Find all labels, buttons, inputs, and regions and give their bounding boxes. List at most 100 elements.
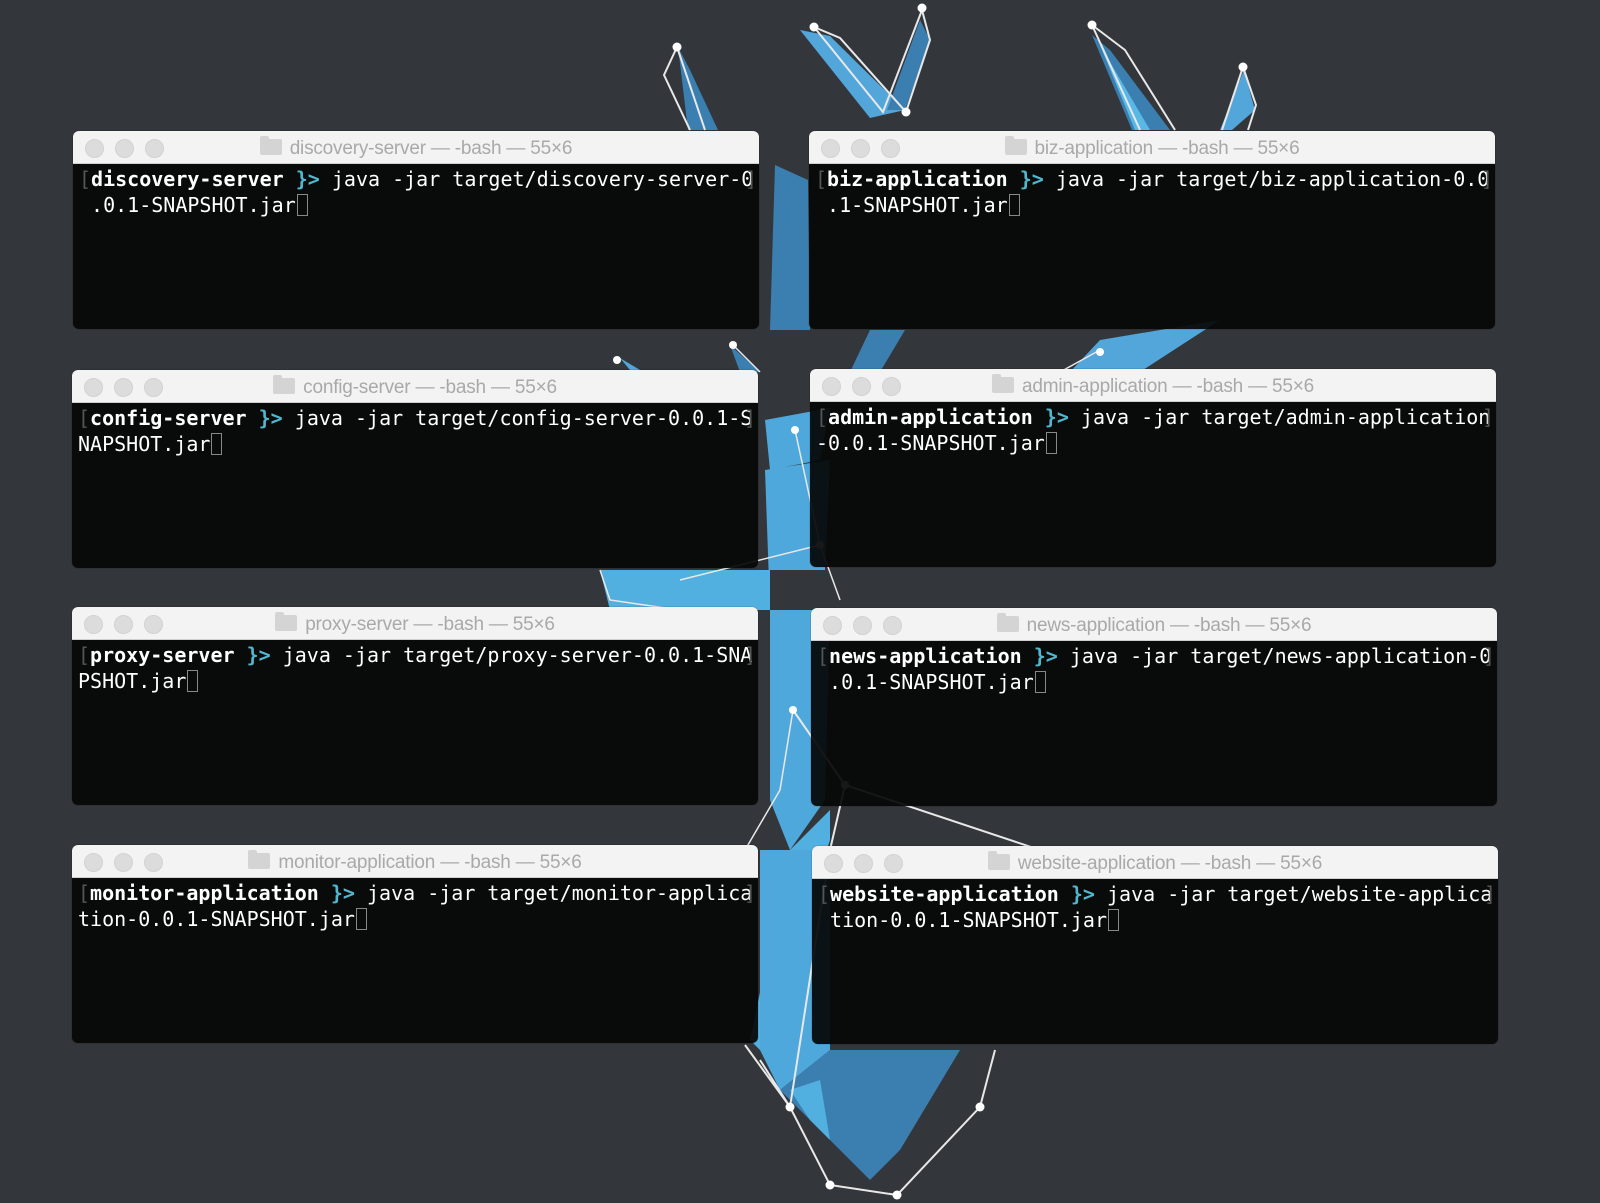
window-title: discovery-server — -bash — 55×6	[73, 136, 759, 160]
terminal-output[interactable]: [monitor-application }> java -jar target…	[72, 878, 758, 1043]
minimize-button[interactable]	[853, 616, 872, 635]
title-bar[interactable]: discovery-server — -bash — 55×6	[73, 131, 759, 164]
zoom-button[interactable]	[144, 853, 163, 872]
folder-icon	[275, 612, 298, 631]
close-button[interactable]	[84, 378, 103, 397]
command-continuation: .0.1-SNAPSHOT.jar	[829, 670, 1034, 694]
close-button[interactable]	[823, 616, 842, 635]
window-controls	[84, 378, 163, 397]
text-cursor	[355, 908, 367, 930]
minimize-button[interactable]	[114, 378, 133, 397]
prompt-dir: website-application	[830, 882, 1059, 906]
command-text: java -jar target/biz-application-0.0	[1043, 167, 1490, 191]
deer-antlers	[662, 3, 1258, 131]
command-continuation: -0.0.1-SNAPSHOT.jar	[816, 431, 1045, 455]
folder-icon	[1004, 136, 1027, 155]
close-button[interactable]	[84, 615, 103, 634]
terminal-window-admin-application[interactable]: admin-application — -bash — 55×6 [admin-…	[810, 369, 1496, 567]
prompt-dir: biz-application	[827, 167, 1008, 191]
title-bar[interactable]: biz-application — -bash — 55×6	[809, 131, 1495, 164]
terminal-window-proxy-server[interactable]: proxy-server — -bash — 55×6 [proxy-serve…	[72, 607, 758, 805]
prompt-dir: proxy-server	[90, 643, 235, 667]
text-cursor	[187, 670, 199, 692]
command-text: java -jar target/admin-application	[1068, 405, 1491, 429]
close-button[interactable]	[85, 139, 104, 158]
terminal-window-news-application[interactable]: news-application — -bash — 55×6 [news-ap…	[811, 608, 1497, 806]
window-controls	[84, 615, 163, 634]
window-title: config-server — -bash — 55×6	[72, 375, 758, 399]
minimize-button[interactable]	[115, 139, 134, 158]
command-continuation: .1-SNAPSHOT.jar	[827, 193, 1008, 217]
minimize-button[interactable]	[114, 615, 133, 634]
command-text: java -jar target/website-applica	[1094, 882, 1493, 906]
window-title: news-application — -bash — 55×6	[811, 613, 1497, 637]
zoom-button[interactable]	[881, 139, 900, 158]
window-controls	[823, 616, 902, 635]
prompt-arrow: }>	[1044, 405, 1069, 429]
window-controls	[84, 853, 163, 872]
close-button[interactable]	[822, 377, 841, 396]
text-cursor	[211, 433, 223, 455]
terminal-output[interactable]: [admin-application }> java -jar target/a…	[810, 402, 1496, 567]
terminal-output[interactable]: [discovery-server }> java -jar target/di…	[73, 164, 759, 329]
terminal-window-biz-application[interactable]: biz-application — -bash — 55×6 [biz-appl…	[809, 131, 1495, 329]
terminal-output[interactable]: [website-application }> java -jar target…	[812, 879, 1498, 1044]
command-text: java -jar target/config-server-0.0.1-S	[282, 406, 753, 430]
title-bar[interactable]: monitor-application — -bash — 55×6	[72, 845, 758, 878]
terminal-output[interactable]: [news-application }> java -jar target/ne…	[811, 641, 1497, 806]
text-cursor	[296, 194, 308, 216]
prompt-dir: admin-application	[828, 405, 1033, 429]
minimize-button[interactable]	[851, 139, 870, 158]
close-button[interactable]	[824, 854, 843, 873]
text-cursor	[1034, 671, 1046, 693]
window-title: admin-application — -bash — 55×6	[810, 374, 1496, 398]
folder-icon	[996, 613, 1019, 632]
window-title: website-application — -bash — 55×6	[812, 851, 1498, 875]
command-continuation: .0.1-SNAPSHOT.jar	[91, 193, 296, 217]
zoom-button[interactable]	[882, 377, 901, 396]
terminal-window-discovery-server[interactable]: discovery-server — -bash — 55×6 [discove…	[73, 131, 759, 329]
terminal-output[interactable]: [biz-application }> java -jar target/biz…	[809, 164, 1495, 329]
title-bar[interactable]: config-server — -bash — 55×6	[72, 370, 758, 403]
minimize-button[interactable]	[852, 377, 871, 396]
window-controls	[821, 139, 900, 158]
terminal-output[interactable]: [proxy-server }> java -jar target/proxy-…	[72, 640, 758, 805]
command-text: java -jar target/monitor-applica	[354, 881, 753, 905]
zoom-button[interactable]	[883, 616, 902, 635]
text-cursor	[1045, 432, 1057, 454]
folder-icon	[992, 374, 1015, 393]
title-bar[interactable]: website-application — -bash — 55×6	[812, 846, 1498, 879]
title-bar[interactable]: admin-application — -bash — 55×6	[810, 369, 1496, 402]
close-button[interactable]	[84, 853, 103, 872]
terminal-output[interactable]: [config-server }> java -jar target/confi…	[72, 403, 758, 568]
prompt-dir: monitor-application	[90, 881, 319, 905]
window-controls	[822, 377, 901, 396]
prompt-arrow: }>	[295, 167, 320, 191]
prompt-arrow: }>	[246, 643, 271, 667]
close-button[interactable]	[821, 139, 840, 158]
zoom-button[interactable]	[145, 139, 164, 158]
terminal-window-monitor-application[interactable]: monitor-application — -bash — 55×6 [moni…	[72, 845, 758, 1043]
window-title: monitor-application — -bash — 55×6	[72, 850, 758, 874]
zoom-button[interactable]	[144, 615, 163, 634]
zoom-button[interactable]	[884, 854, 903, 873]
prompt-dir: config-server	[90, 406, 247, 430]
title-bar[interactable]: news-application — -bash — 55×6	[811, 608, 1497, 641]
terminal-window-website-application[interactable]: website-application — -bash — 55×6 [webs…	[812, 846, 1498, 1044]
window-title: biz-application — -bash — 55×6	[809, 136, 1495, 160]
folder-icon	[987, 851, 1010, 870]
prompt-arrow: }>	[1033, 644, 1058, 668]
minimize-button[interactable]	[114, 853, 133, 872]
prompt-arrow: }>	[258, 406, 283, 430]
text-cursor	[1008, 194, 1020, 216]
command-text: java -jar target/proxy-server-0.0.1-SNA	[270, 643, 753, 667]
terminal-window-config-server[interactable]: config-server — -bash — 55×6 [config-ser…	[72, 370, 758, 568]
title-bar[interactable]: proxy-server — -bash — 55×6	[72, 607, 758, 640]
command-continuation: tion-0.0.1-SNAPSHOT.jar	[830, 908, 1107, 932]
prompt-dir: discovery-server	[91, 167, 284, 191]
folder-icon	[259, 136, 282, 155]
minimize-button[interactable]	[854, 854, 873, 873]
prompt-dir: news-application	[829, 644, 1022, 668]
zoom-button[interactable]	[144, 378, 163, 397]
text-cursor	[1108, 909, 1119, 931]
